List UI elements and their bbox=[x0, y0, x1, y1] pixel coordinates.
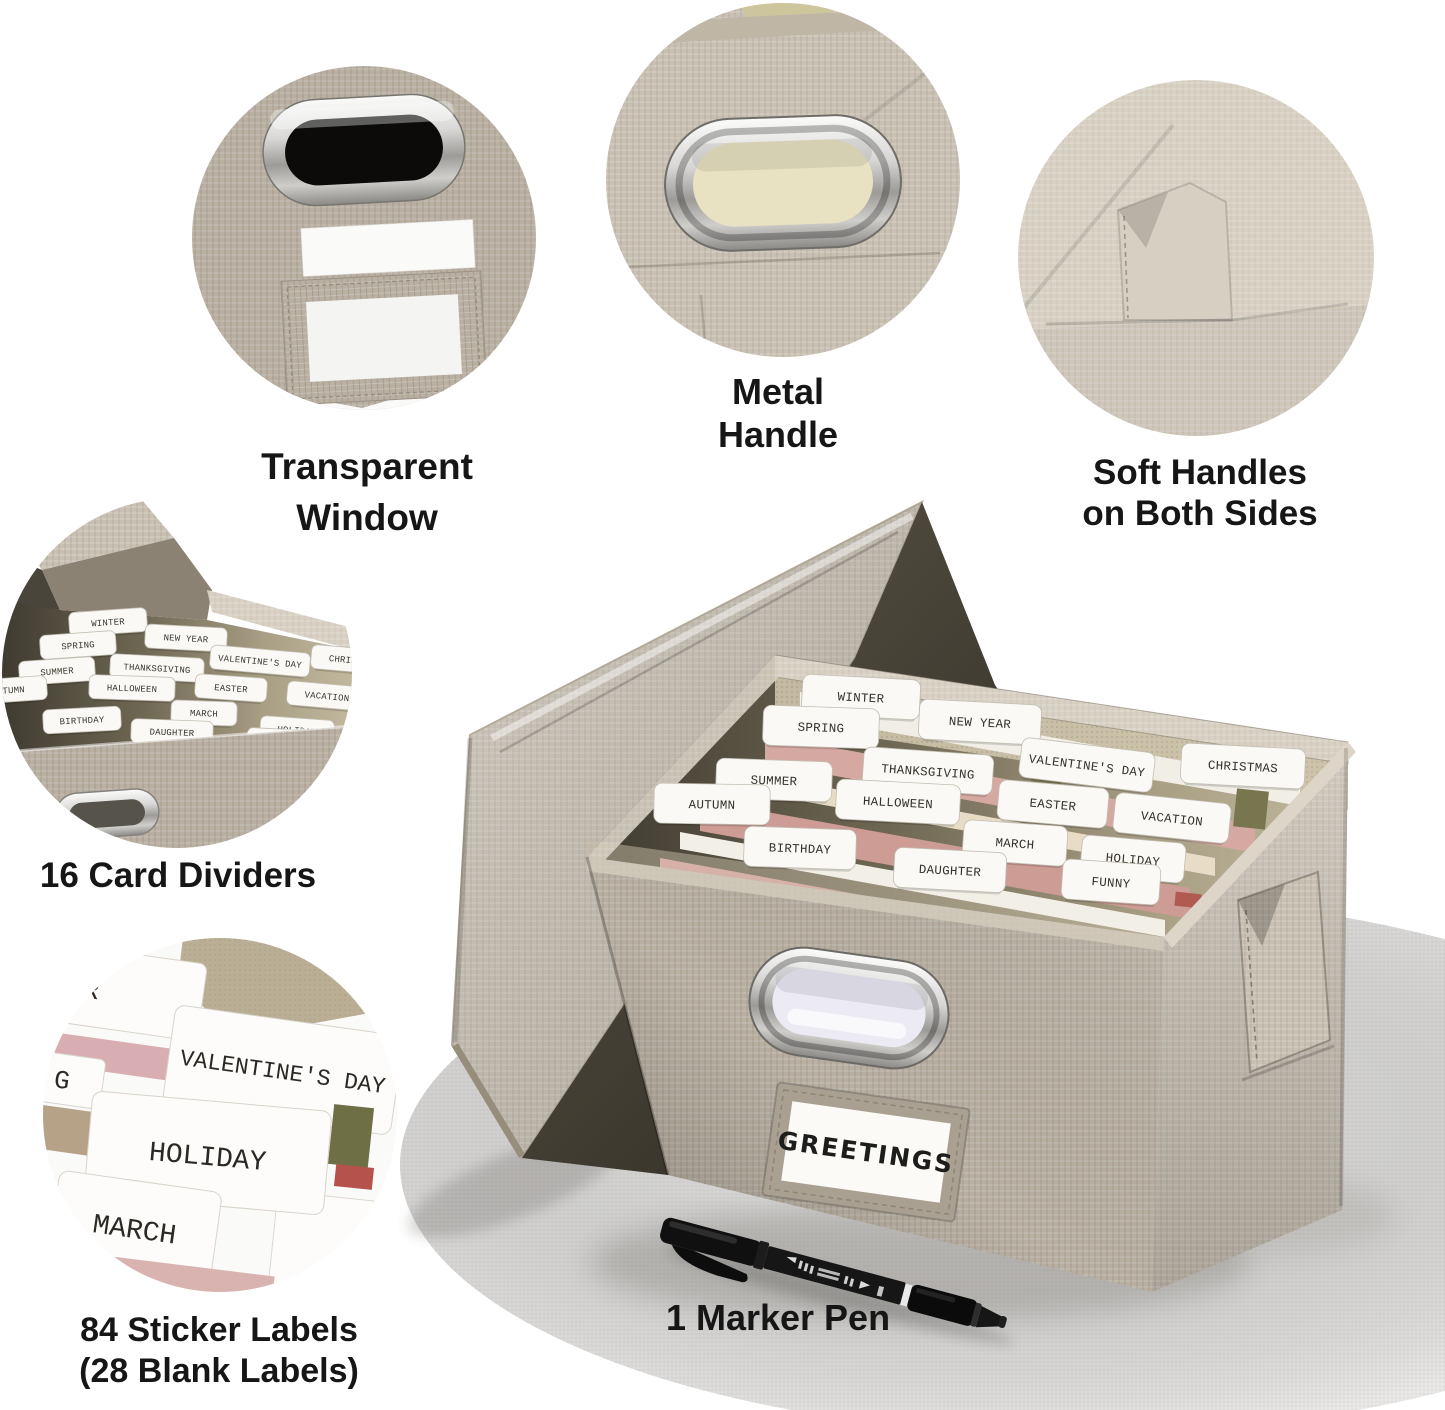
marker-pen bbox=[660, 1217, 1014, 1345]
box-front-face bbox=[585, 856, 1164, 1292]
svg-text:BIRTHDAY: BIRTHDAY bbox=[59, 715, 105, 727]
inset-transparent-window bbox=[192, 66, 536, 410]
svg-text:SPRING: SPRING bbox=[797, 721, 844, 737]
divider-tab: SPRING bbox=[39, 630, 117, 662]
svg-text:BIRTHDAY: BIRTHDAY bbox=[769, 841, 832, 857]
divider-tabs: WINTER NEW YEAR VALENTINE'S DAY CHRISTMAS SP… bbox=[653, 673, 1306, 907]
inset-metal-handle bbox=[606, 3, 960, 357]
svg-text:EASTER: EASTER bbox=[1029, 796, 1077, 814]
divider-tab: VACATION bbox=[1112, 792, 1232, 846]
callout-transparent-window: Transparent Window bbox=[261, 446, 473, 538]
callout-metal-handle: Metal Handle bbox=[717, 371, 839, 455]
divider-tab: VACATION bbox=[286, 680, 352, 713]
svg-text:FUNNY: FUNNY bbox=[1091, 875, 1131, 892]
divider-tab: NEW YEAR bbox=[144, 623, 228, 654]
soft-handle bbox=[1236, 870, 1335, 1082]
svg-text:NEW YEAR: NEW YEAR bbox=[163, 633, 209, 645]
svg-text:WINTER: WINTER bbox=[91, 617, 126, 629]
label-window-inset bbox=[280, 270, 488, 406]
divider-tab: EASTER bbox=[194, 673, 268, 704]
soft-handle-inset bbox=[1045, 181, 1349, 326]
divider-tab: VALENTINE'S DAY bbox=[209, 644, 311, 679]
callout-card-dividers: 16 Card Dividers bbox=[39, 856, 317, 895]
svg-text:HALLOWEEN: HALLOWEEN bbox=[862, 795, 933, 813]
svg-text:AUTUMN: AUTUMN bbox=[2, 685, 25, 697]
divider-tab: FUNNY bbox=[1060, 858, 1162, 907]
greetings-label-pocket: GREETINGS bbox=[761, 1081, 971, 1223]
divider-tab: AUTUMN bbox=[653, 782, 771, 827]
inset-soft-handles bbox=[1018, 80, 1374, 436]
svg-text:CHRISTMAS: CHRISTMAS bbox=[1207, 759, 1278, 777]
callout-marker-pen: 1 Marker Pen bbox=[665, 1297, 891, 1338]
svg-text:THANKSGIVING: THANKSGIVING bbox=[881, 762, 975, 782]
inset-sticker-labels: EAR G VALENTINE'S DAY HOLIDAY MARCH bbox=[43, 938, 397, 1292]
svg-text:EASTER: EASTER bbox=[214, 683, 249, 695]
svg-text:AUTUMN: AUTUMN bbox=[688, 798, 735, 813]
divider-tab: HALLOWEEN bbox=[88, 674, 176, 704]
svg-text:VACATION: VACATION bbox=[1140, 809, 1204, 829]
divider-tab: BIRTHDAY bbox=[42, 705, 122, 736]
svg-text:MARCH: MARCH bbox=[995, 836, 1035, 853]
svg-text:SUMMER: SUMMER bbox=[40, 666, 75, 678]
svg-text:G: G bbox=[52, 1065, 72, 1097]
metal-handle-grommet bbox=[748, 946, 950, 1070]
divider-tab: DAUGHTER bbox=[893, 847, 1007, 895]
callout-soft-handles: Soft Handles on Both Sides bbox=[1082, 453, 1318, 533]
divider-tab: SPRING bbox=[762, 704, 880, 751]
divider-tab: CHRISTMAS bbox=[1180, 742, 1306, 791]
svg-text:SPRING: SPRING bbox=[61, 640, 95, 652]
svg-text:DAUGHTER: DAUGHTER bbox=[149, 727, 195, 739]
divider-tab: BIRTHDAY bbox=[743, 825, 857, 872]
svg-text:VACATION: VACATION bbox=[304, 690, 350, 704]
callout-sticker-labels: 84 Sticker Labels (28 Blank Labels) bbox=[79, 1311, 359, 1390]
divider-tab: CHRISTMAS bbox=[310, 644, 352, 678]
divider-tab: HALLOWEEN bbox=[835, 778, 961, 827]
svg-text:HALLOWEEN: HALLOWEEN bbox=[107, 683, 158, 695]
svg-text:THANKSGIVING: THANKSGIVING bbox=[123, 662, 191, 676]
svg-text:NEW YEAR: NEW YEAR bbox=[948, 715, 1011, 732]
inset-card-dividers: WINTER SPRING NEW YEAR THANKSGIVING SUMMER VA… bbox=[2, 498, 352, 848]
grommet-black-inset bbox=[262, 93, 466, 207]
svg-text:MARCH: MARCH bbox=[190, 709, 218, 720]
divider-tab: AUTUMN bbox=[2, 675, 48, 707]
svg-text:WINTER: WINTER bbox=[837, 690, 885, 706]
divider-tab: NEW YEAR bbox=[918, 698, 1042, 747]
divider-tab: EASTER bbox=[996, 779, 1110, 831]
divider-tab: VALENTINE'S DAY bbox=[1018, 737, 1156, 795]
grommet-cream-inset bbox=[664, 114, 902, 252]
svg-text:DAUGHTER: DAUGHTER bbox=[918, 863, 981, 880]
